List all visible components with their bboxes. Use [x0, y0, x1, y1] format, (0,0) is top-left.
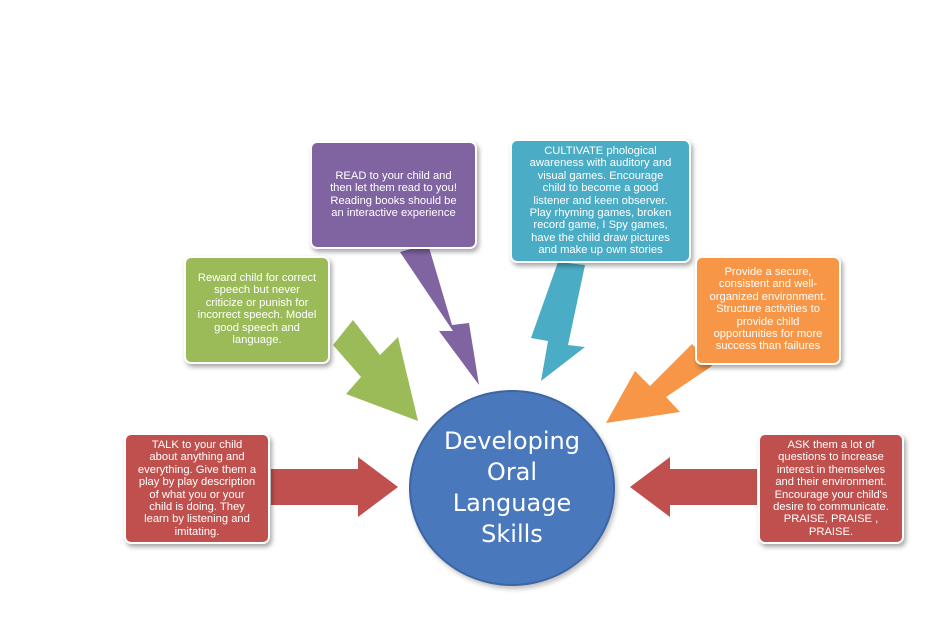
- center-label: Developing Oral Language Skills: [444, 427, 580, 548]
- node-provide: Provide a secure, consistent and well- o…: [695, 256, 841, 365]
- arrow-cultivate: [531, 262, 585, 381]
- arrow-reward: [333, 320, 418, 421]
- arrow-talk: [271, 457, 398, 517]
- node-talk: TALK to your child about anything and ev…: [124, 433, 270, 544]
- node-cultivate: CULTIVATE phological awareness with audi…: [510, 139, 691, 263]
- arrow-read: [400, 244, 479, 385]
- arrow-ask: [630, 457, 757, 517]
- node-reward: Reward child for correct speech but neve…: [184, 256, 330, 364]
- node-ask: ASK them a lot of questions to increase …: [758, 433, 904, 544]
- node-read: READ to your child and then let them rea…: [310, 141, 477, 249]
- arrow-provide: [606, 344, 712, 423]
- center-circle: Developing Oral Language Skills: [409, 390, 615, 586]
